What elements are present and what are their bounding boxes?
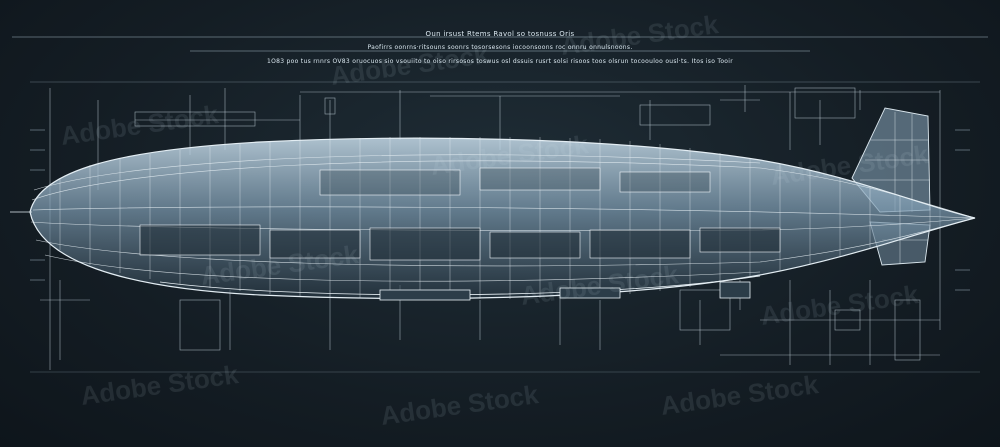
blueprint-title: Oun irsust Rtems Ravol so tosnuss Oris xyxy=(425,30,575,38)
edge-ticks xyxy=(30,129,970,291)
blueprint-subtitle: Paofirrs oonrns·ritsouns soonrs tosorses… xyxy=(367,44,633,51)
airship-hull xyxy=(10,137,976,301)
internal-machinery xyxy=(139,167,781,261)
dimension-lines xyxy=(40,85,941,370)
title-rules xyxy=(12,36,988,373)
blueprint-description: 1O83 poo tus rnnrs OV83 oruocuos sio vso… xyxy=(266,58,734,65)
